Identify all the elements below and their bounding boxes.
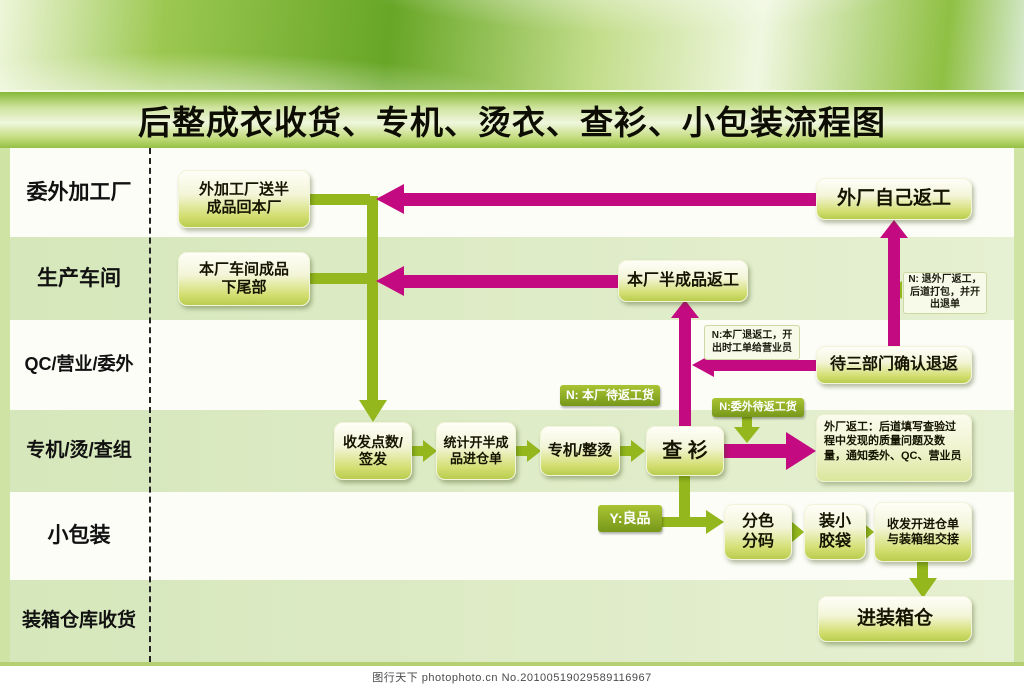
node-outsource-return: 外加工厂送半成品回本厂 bbox=[178, 170, 310, 228]
green-arrow-handover-down-shaft bbox=[917, 562, 928, 580]
top-wave-decoration bbox=[0, 0, 1024, 90]
magenta-arrow-inspect-up-shaft bbox=[679, 318, 691, 428]
node-workshop-tail: 本厂车间成品下尾部 bbox=[178, 252, 310, 306]
node-handover: 收发开进仓单与装箱组交接 bbox=[874, 502, 972, 562]
magenta-arrow-confirm-left-shaft bbox=[714, 360, 816, 371]
node-machine-iron: 专机/整烫 bbox=[540, 426, 620, 476]
magenta-arrow-semirework-left-shaft bbox=[404, 275, 618, 288]
magenta-arrow-inspect-right-head-icon bbox=[786, 432, 816, 470]
magenta-arrow-confirm-up-shaft bbox=[888, 238, 900, 346]
green-connector-from-outsource-box bbox=[310, 194, 370, 205]
green-arrow-good-right-shaft bbox=[662, 517, 706, 527]
page-title: 后整成衣收货、专机、烫衣、查衫、小包装流程图 bbox=[138, 104, 886, 141]
lane-label-qc-sales-outsource: QC/营业/委外 bbox=[24, 354, 134, 375]
node-small-bag: 装小胶袋 bbox=[804, 504, 866, 560]
label-n-factory-return: N:本厂退返工，开出时工单给营业员 bbox=[704, 325, 800, 360]
green-arrow-main-down-shaft bbox=[367, 196, 378, 402]
lane-divider-dashed-line bbox=[149, 148, 151, 662]
magenta-arrow-semirework-left-head-icon bbox=[376, 266, 404, 296]
node-color-sort: 分色分码 bbox=[724, 504, 792, 560]
bottom-green-strip bbox=[0, 662, 1024, 666]
magenta-arrow-selfrework-left-shaft bbox=[404, 193, 816, 206]
green-arrow-outsource-wait-down-head-icon bbox=[734, 427, 760, 443]
label-y-good: Y:良品 bbox=[598, 505, 662, 532]
node-factory-self-rework: 外厂自己返工 bbox=[816, 178, 972, 220]
green-arrow-count-to-stat-head-icon bbox=[423, 440, 437, 462]
green-arrow-main-down-head-icon bbox=[359, 400, 387, 422]
magenta-arrow-inspect-right-shaft bbox=[724, 444, 786, 458]
green-arrow-machine-to-inspect-shaft bbox=[618, 446, 631, 456]
green-arrow-good-right-head-icon bbox=[706, 510, 724, 534]
lane-label-packing-warehouse: 装箱仓库收货 bbox=[21, 609, 136, 631]
label-n-return-outsource: N: 退外厂返工，后道打包，并开出退单 bbox=[903, 272, 987, 314]
watermark-text: 图行天下 photophoto.cn No.201005190295891169… bbox=[0, 666, 1024, 687]
node-three-dept-confirm: 待三部门确认退返 bbox=[816, 346, 972, 384]
green-arrow-machine-to-inspect-head-icon bbox=[631, 440, 645, 462]
label-n-factory-wait: N: 本厂待返工货 bbox=[560, 385, 660, 406]
node-inspect-shirt: 查 衫 bbox=[646, 426, 724, 476]
green-arrow-stat-to-machine-head-icon bbox=[527, 440, 541, 462]
green-arrow-stat-to-machine-shaft bbox=[516, 446, 527, 456]
right-margin-strip bbox=[1014, 148, 1024, 666]
node-factory-semi-rework: 本厂半成品返工 bbox=[618, 260, 748, 302]
lane-label-production-workshop: 生产车间 bbox=[37, 266, 121, 290]
green-arrow-handover-down-head-icon bbox=[909, 578, 937, 598]
lane-label-machine-iron-inspect: 专机/烫/查组 bbox=[26, 439, 132, 461]
green-connector-from-workshop-box bbox=[310, 273, 367, 284]
green-arrow-sort-to-bag-head-icon bbox=[791, 521, 804, 543]
magenta-arrow-selfrework-left-head-icon bbox=[376, 184, 404, 214]
green-arrow-outsource-wait-down-shaft bbox=[742, 417, 752, 429]
green-arrow-count-to-stat-shaft bbox=[412, 446, 423, 456]
green-arrow-inspect-down-shaft bbox=[679, 476, 690, 527]
lane-label-outsource-factory: 委外加工厂 bbox=[26, 180, 132, 204]
left-margin-strip bbox=[0, 148, 10, 666]
label-n-outsource-wait: N:委外待返工货 bbox=[712, 398, 804, 417]
magenta-arrow-confirm-up-head-icon bbox=[880, 220, 908, 238]
title-band: 后整成衣收货、专机、烫衣、查衫、小包装流程图 bbox=[0, 90, 1024, 148]
node-into-packing-warehouse: 进装箱仓 bbox=[818, 596, 972, 642]
node-count-sign: 收发点数/签发 bbox=[334, 422, 412, 480]
lane-label-small-packaging: 小包装 bbox=[47, 524, 111, 548]
magenta-arrow-inspect-up-head-icon bbox=[671, 300, 699, 318]
node-factory-rework-note: 外厂返工：后道填写查验过程中发现的质量问题及数量，通知委外、QC、营业员 bbox=[816, 414, 972, 482]
node-stat-warehouse-slip: 统计开半成品进仓单 bbox=[436, 422, 516, 480]
